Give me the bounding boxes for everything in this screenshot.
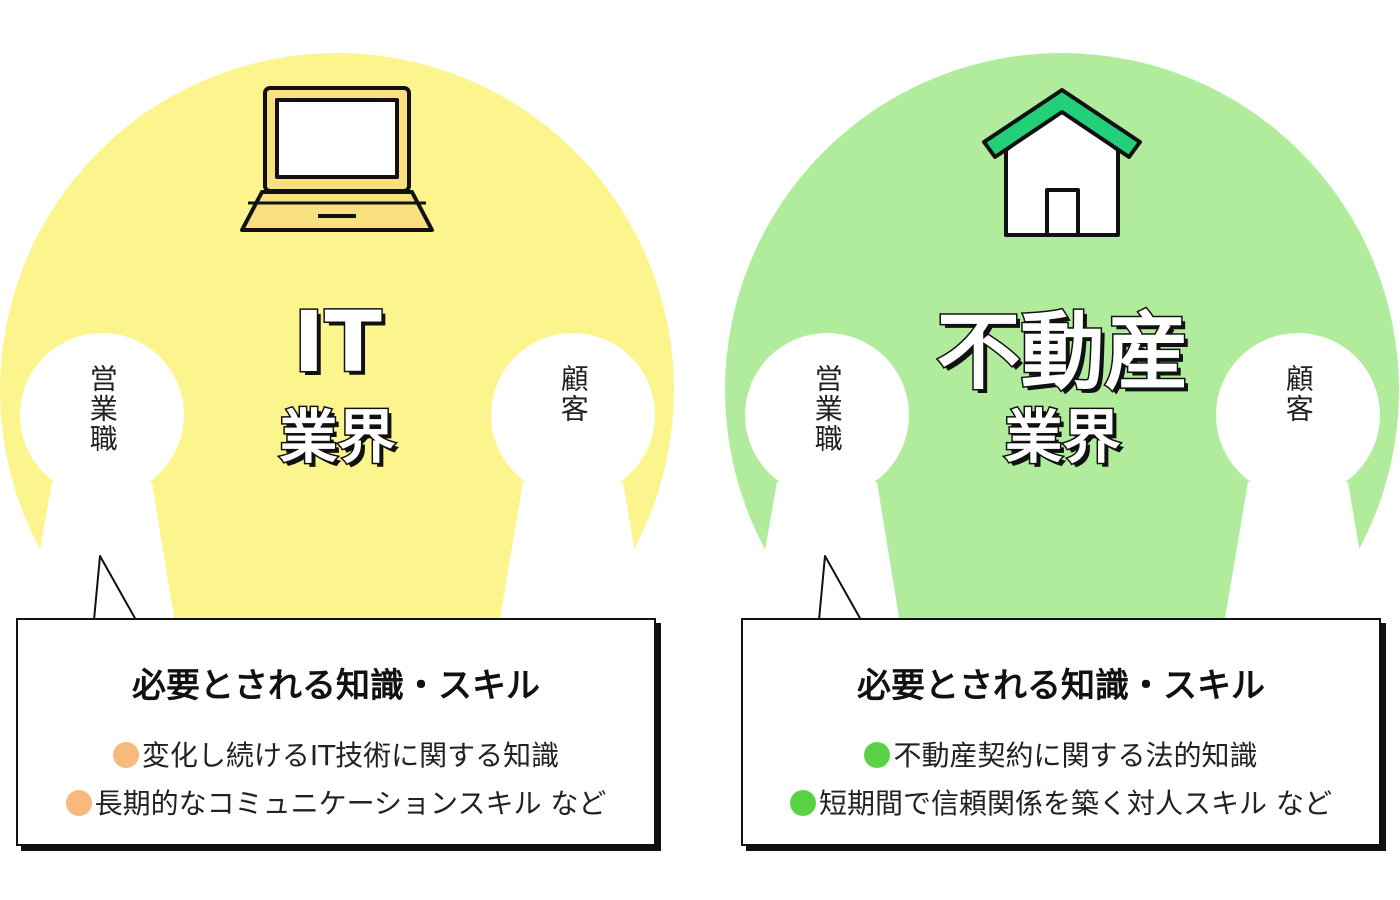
skill-text: 長期的なコミュニケーションスキル など: [94, 787, 607, 820]
bullet-dot-icon: [790, 790, 817, 816]
customer-person-label: 顧客: [556, 364, 590, 424]
sales-person-label: 営業職: [85, 364, 119, 454]
real-estate-scene: [725, 53, 1399, 620]
speech-bubble-tail: [93, 555, 137, 620]
list-item: 短期間で信頼関係を築く対人スキル など: [743, 780, 1379, 828]
list-item: 長期的なコミュニケーションスキル など: [18, 780, 654, 828]
bullet-dot-icon: [864, 742, 891, 768]
customer-person-label: 顧客: [1281, 364, 1315, 424]
real-estate-industry-panel: 不動産 業界 営業職 顧客 必要とされる知識・スキル 不動産契約に関する法的知識…: [725, 0, 1400, 900]
skills-heading: 必要とされる知識・スキル: [132, 666, 540, 706]
house-icon: [982, 88, 1142, 237]
skill-text: 変化し続けるIT技術に関する知識: [141, 739, 560, 772]
real-estate-industry-title: 不動産: [935, 303, 1190, 401]
real-estate-industry-subtitle: 業界: [1003, 403, 1122, 471]
sales-person-figure: [745, 333, 909, 620]
skill-text: 短期間で信頼関係を築く対人スキル など: [819, 787, 1332, 820]
real-estate-background-circle: [725, 53, 1399, 620]
customer-person-figure: [1216, 333, 1380, 620]
sales-person-figure: [20, 333, 184, 620]
skills-heading: 必要とされる知識・スキル: [857, 666, 1265, 706]
list-item: 変化し続けるIT技術に関する知識: [18, 732, 654, 780]
real-estate-skills-bubble: 必要とされる知識・スキル 不動産契約に関する法的知識 短期間で信頼関係を築く対人…: [741, 618, 1381, 846]
skills-list: 変化し続けるIT技術に関する知識 長期的なコミュニケーションスキル など: [18, 732, 654, 828]
skill-text: 不動産契約に関する法的知識: [893, 739, 1258, 772]
it-industry-panel: IT 業界 営業職 顧客 必要とされる知識・スキル 変化し続けるIT技術に関する…: [0, 53, 674, 846]
it-industry-subtitle: 業界: [278, 403, 397, 471]
speech-bubble-tail: [818, 555, 862, 620]
laptop-icon: [240, 86, 434, 232]
sales-person-label: 営業職: [810, 364, 844, 454]
customer-person-figure: [491, 333, 655, 620]
it-scene: [0, 53, 674, 620]
it-industry-title: IT: [292, 293, 384, 391]
skills-list: 不動産契約に関する法的知識 短期間で信頼関係を築く対人スキル など: [743, 732, 1379, 828]
list-item: 不動産契約に関する法的知識: [743, 732, 1379, 780]
bullet-dot-icon: [65, 790, 92, 816]
it-background-circle: [0, 53, 674, 620]
it-skills-bubble: 必要とされる知識・スキル 変化し続けるIT技術に関する知識 長期的なコミュニケー…: [16, 618, 656, 846]
bullet-dot-icon: [112, 742, 139, 768]
